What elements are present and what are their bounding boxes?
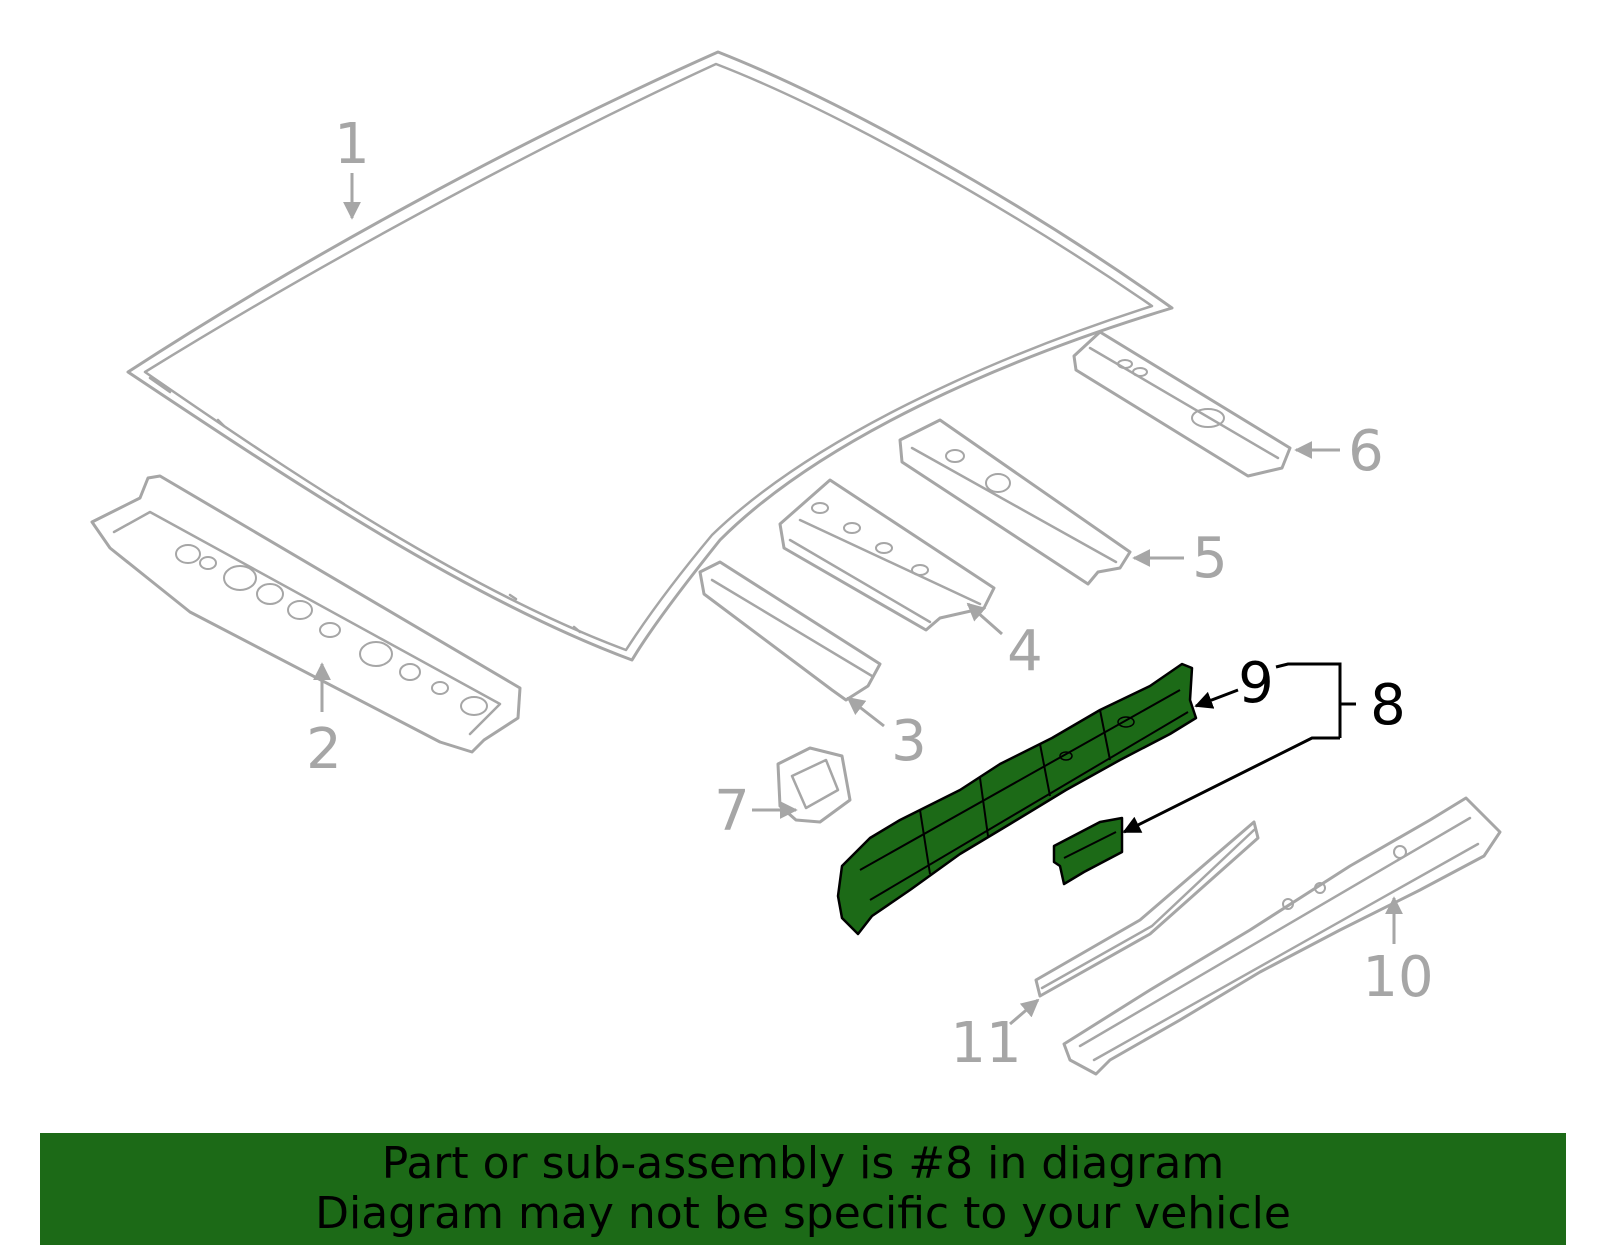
rear-rail-part-11 [1034, 820, 1260, 998]
notice-line-part-number: Part or sub-assembly is #8 in diagram [381, 1138, 1225, 1189]
callout-7: 7 [714, 779, 798, 844]
callout-5-label: 5 [1192, 526, 1228, 591]
rear-rail-part-9 [836, 662, 1198, 936]
callout-9-label: 9 [1238, 651, 1274, 716]
callout-3-label: 3 [891, 709, 927, 774]
callout-2-label: 2 [306, 717, 342, 782]
callout-8-label: 8 [1370, 673, 1406, 738]
front-header-part [90, 474, 522, 754]
parts-diagram: 1 2 3 4 5 6 7 9 8 10 11 [90, 50, 1502, 1076]
roof-bow-part-5 [898, 418, 1132, 586]
roof-bow-part-4 [778, 478, 996, 632]
callout-7-label: 7 [714, 779, 750, 844]
callout-11: 11 [950, 998, 1040, 1076]
callout-6-label: 6 [1348, 419, 1384, 484]
roof-panel-part [126, 50, 1174, 662]
callout-4-label: 4 [1007, 619, 1043, 684]
callout-10: 10 [1362, 896, 1434, 1010]
reinforcement-part-8 [1052, 816, 1124, 886]
callout-5: 5 [1132, 526, 1228, 591]
notice-banner: Part or sub-assembly is #8 in diagram Di… [40, 1133, 1566, 1245]
rear-header-part-6 [1072, 330, 1292, 478]
callout-6: 6 [1294, 419, 1384, 484]
callout-11-label: 11 [950, 1011, 1021, 1076]
callout-2: 2 [306, 662, 342, 782]
callout-10-label: 10 [1362, 945, 1433, 1010]
callout-4: 4 [966, 602, 1043, 684]
notice-line-disclaimer: Diagram may not be specific to your vehi… [315, 1188, 1291, 1239]
callout-8: 8 [1122, 662, 1406, 834]
callout-1: 1 [334, 112, 370, 220]
callout-9: 9 [1194, 651, 1274, 716]
callout-1-label: 1 [334, 112, 370, 177]
callout-3: 3 [846, 696, 927, 774]
rear-rail-part-10 [1062, 796, 1502, 1076]
roof-bow-part-3 [698, 560, 882, 702]
